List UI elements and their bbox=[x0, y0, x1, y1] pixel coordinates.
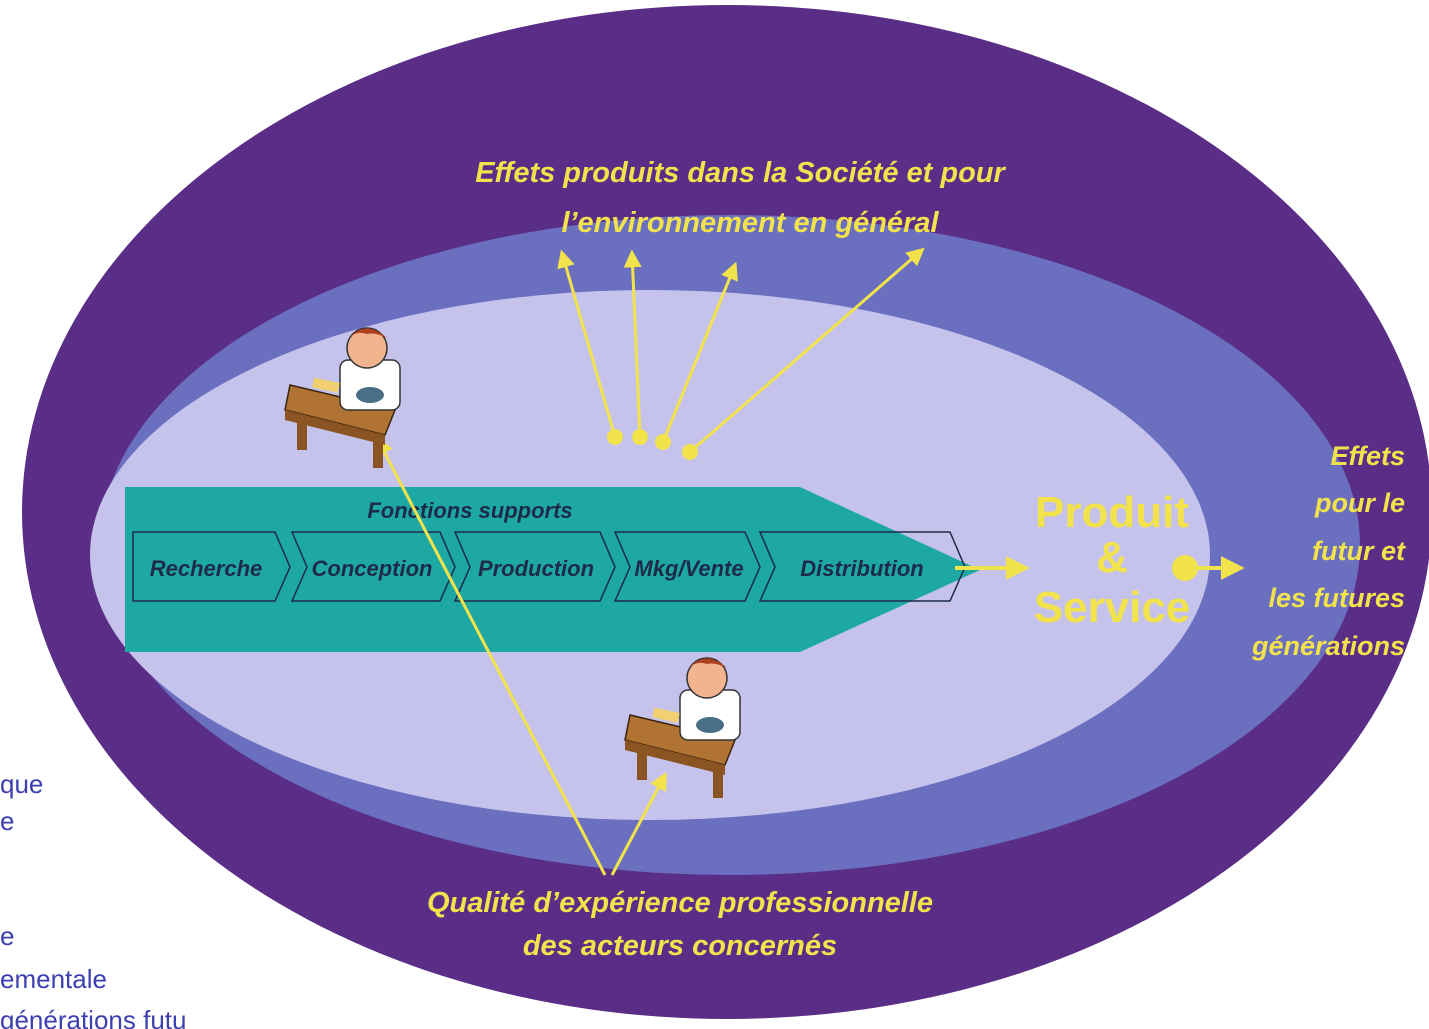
society-dot-3 bbox=[655, 434, 671, 450]
future-effects-line-3: futur et bbox=[1312, 536, 1406, 566]
person-at-desk-icon bbox=[284, 327, 401, 468]
person-at-desk-icon bbox=[624, 657, 741, 798]
society-dot-4 bbox=[682, 444, 698, 460]
society-arrow-2 bbox=[623, 249, 642, 438]
bottom-caption-line-1: Qualité d’expérience professionnelle bbox=[427, 887, 933, 919]
chain-box-recherche bbox=[132, 531, 291, 602]
value-chain-boxes bbox=[132, 531, 966, 602]
bleed-text-2: e bbox=[0, 806, 14, 836]
chain-box-conception bbox=[290, 531, 456, 602]
society-arrow-1 bbox=[557, 249, 617, 438]
society-dot-2 bbox=[632, 429, 648, 445]
output-line-2: & bbox=[1096, 533, 1128, 582]
chain-label-conception: Conception bbox=[312, 556, 433, 581]
bleed-text-1: que bbox=[0, 769, 43, 799]
bottom-caption-line-2: des acteurs concernés bbox=[523, 930, 837, 962]
society-dot-1 bbox=[607, 429, 623, 445]
bleed-text-4: ementale bbox=[0, 964, 107, 994]
top-effects-line-1: Effets produits dans la Société et pour bbox=[475, 157, 1006, 189]
experience-arrows bbox=[376, 436, 667, 876]
chain-label-production: Production bbox=[478, 556, 594, 581]
future-effects-line-5: générations bbox=[1251, 631, 1405, 661]
chain-label-distribution: Distribution bbox=[800, 556, 923, 581]
output-line-1: Produit bbox=[1035, 488, 1189, 537]
top-effects-line-2: l’environnement en général bbox=[561, 207, 939, 239]
society-arrow-3 bbox=[661, 261, 738, 443]
experience-arrow-bottom-person bbox=[610, 771, 667, 876]
society-arrow-4 bbox=[689, 247, 925, 454]
chain-box-production bbox=[453, 531, 616, 602]
society-effects-dots bbox=[607, 429, 698, 460]
experience-arrow-top-person bbox=[376, 436, 607, 876]
output-line-3: Service bbox=[1034, 583, 1191, 632]
chain-label-recherche: Recherche bbox=[150, 556, 263, 581]
future-effects-line-2: pour le bbox=[1314, 488, 1405, 518]
bleed-text-3: e bbox=[0, 921, 14, 951]
value-chain-band bbox=[125, 487, 980, 652]
future-effects-line-1: Effets bbox=[1330, 441, 1405, 471]
chain-box-mkg bbox=[613, 531, 761, 602]
society-effects-arrows bbox=[557, 247, 925, 454]
chain-box-distribution bbox=[758, 531, 966, 602]
chain-label-mkg: Mkg/Vente bbox=[634, 556, 743, 581]
bleed-text-5: générations futu bbox=[0, 1005, 186, 1029]
future-effects-line-4: les futures bbox=[1268, 583, 1405, 613]
support-functions-label: Fonctions supports bbox=[367, 498, 572, 523]
